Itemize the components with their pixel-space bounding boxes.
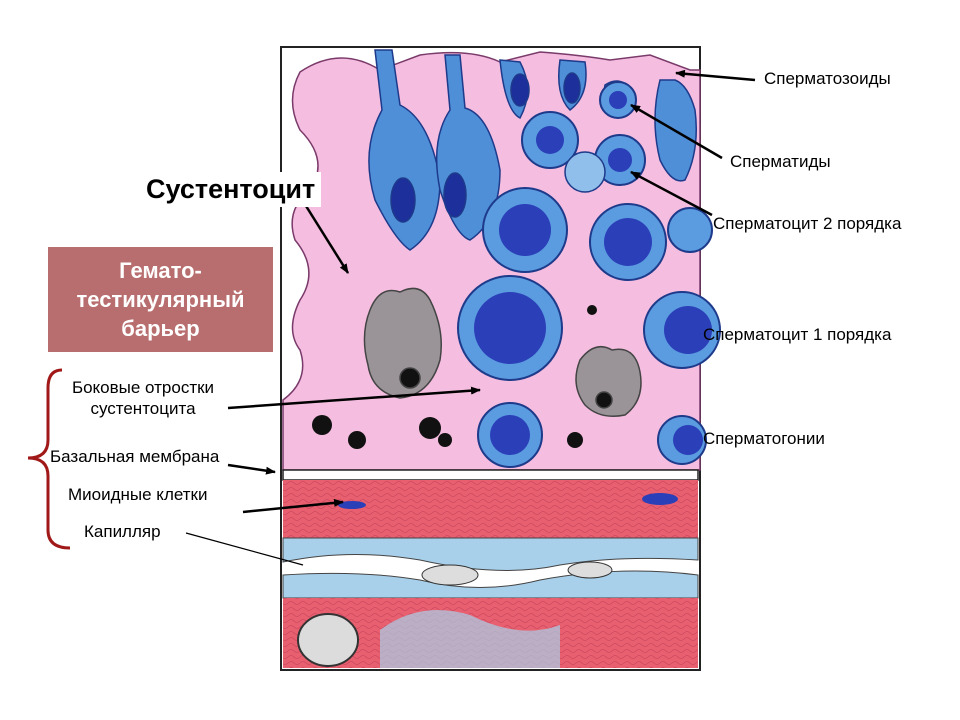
basal-membrane [282, 469, 699, 481]
spermatogonia-group [477, 402, 707, 468]
spermatids-label: Сперматиды [730, 152, 831, 171]
spermatogonia-label: Сперматогонии [703, 429, 825, 448]
spermatocyte2-label: Сперматоцит 2 порядка [713, 214, 902, 233]
basal-membrane-label: Базальная мембрана [50, 447, 220, 466]
spermatozoa-label: Сперматозоиды [764, 69, 891, 88]
granules [312, 305, 597, 449]
spermatocyte1-label: Сперматоцит 1 порядка [703, 325, 892, 344]
barrier-line-3: барьер [121, 316, 200, 341]
barrier-line-1: Гемато- [119, 258, 202, 283]
barrier-line-2: тестикулярный [76, 287, 245, 312]
capillary-pointer [185, 532, 304, 566]
spermatocyte2-group [482, 187, 713, 281]
lateral-processes-label: Боковые отростки сустентоцита [58, 377, 228, 419]
spermatocyte1-group [457, 275, 721, 381]
pointer-lines [227, 69, 756, 514]
lateral-line-1: Боковые отростки [71, 378, 215, 397]
sustentocyte-label: Сустентоцит [140, 172, 322, 207]
spermatozoa-group [368, 49, 697, 251]
tissue-illustration [280, 46, 721, 671]
myoid-cells-label: Миоидные клетки [68, 485, 208, 504]
sustentocyte-nuclei [363, 287, 642, 417]
bracket-brace [27, 368, 71, 550]
barrier-label-box: Гемато- тестикулярный барьер [48, 247, 273, 352]
capillary-wall [282, 537, 699, 571]
lateral-line-2: сустентоцита [90, 399, 196, 418]
capillary-label: Капилляр [84, 522, 161, 541]
